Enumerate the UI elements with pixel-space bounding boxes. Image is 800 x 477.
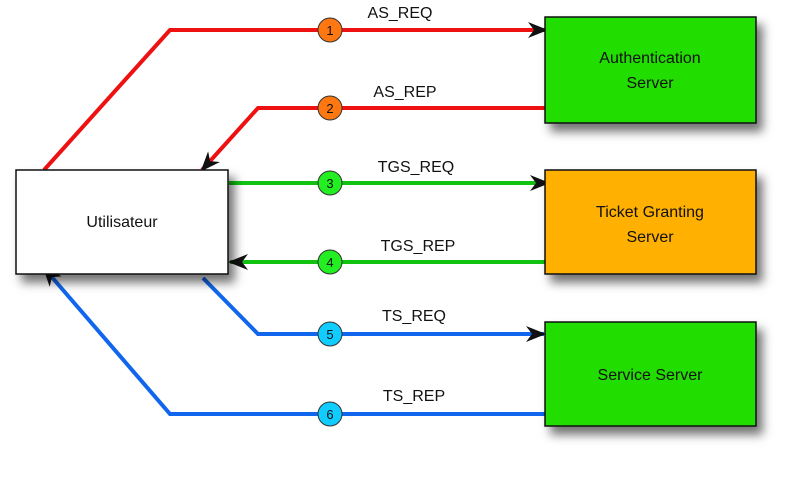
as-req-label: AS_REQ [368, 5, 433, 22]
tgs-rep-label: TGS_REP [381, 238, 456, 255]
as-rep-label: AS_REP [373, 84, 436, 101]
tgs-label-line-1: Ticket Granting [596, 204, 704, 221]
ts-req-line [201, 276, 546, 342]
svg-text:6: 6 [326, 407, 333, 422]
svg-text:1: 1 [326, 23, 333, 38]
svg-text:3: 3 [326, 176, 333, 191]
as-rep-line [200, 106, 545, 172]
step-badge-4: 4 [317, 249, 343, 275]
message-labels: AS_REQ AS_REP TGS_REQ TGS_REP TS_REQ TS_… [368, 5, 456, 405]
svg-text:2: 2 [326, 101, 333, 116]
svg-text:4: 4 [326, 255, 333, 270]
as-label-line-2: Server [626, 75, 674, 92]
step-badge-3: 3 [317, 170, 343, 196]
user-label: Utilisateur [86, 214, 158, 231]
ss-label: Service Server [598, 367, 704, 384]
ts-rep-label: TS_REP [383, 388, 445, 405]
tgs-req-label: TGS_REQ [378, 159, 454, 176]
ts-req-label: TS_REQ [382, 308, 446, 325]
tgs-label-line-2: Server [626, 229, 674, 246]
step-badge-6: 6 [317, 401, 343, 427]
service-server-node: Service Server [544, 321, 757, 427]
user-node: Utilisateur [15, 169, 229, 275]
ticket-granting-server-node: Ticket Granting Server [544, 169, 757, 275]
step-badge-5: 5 [317, 321, 343, 347]
authentication-server-node: Authentication Server [544, 16, 757, 124]
step-badge-1: 1 [317, 17, 343, 43]
svg-text:5: 5 [326, 327, 333, 342]
as-label-line-1: Authentication [599, 50, 700, 67]
ts-rep-line [42, 266, 545, 416]
connectors [42, 22, 550, 416]
step-badge-2: 2 [317, 95, 343, 121]
step-badges: 1 2 3 4 5 6 [317, 17, 343, 427]
as-req-line [42, 22, 548, 172]
